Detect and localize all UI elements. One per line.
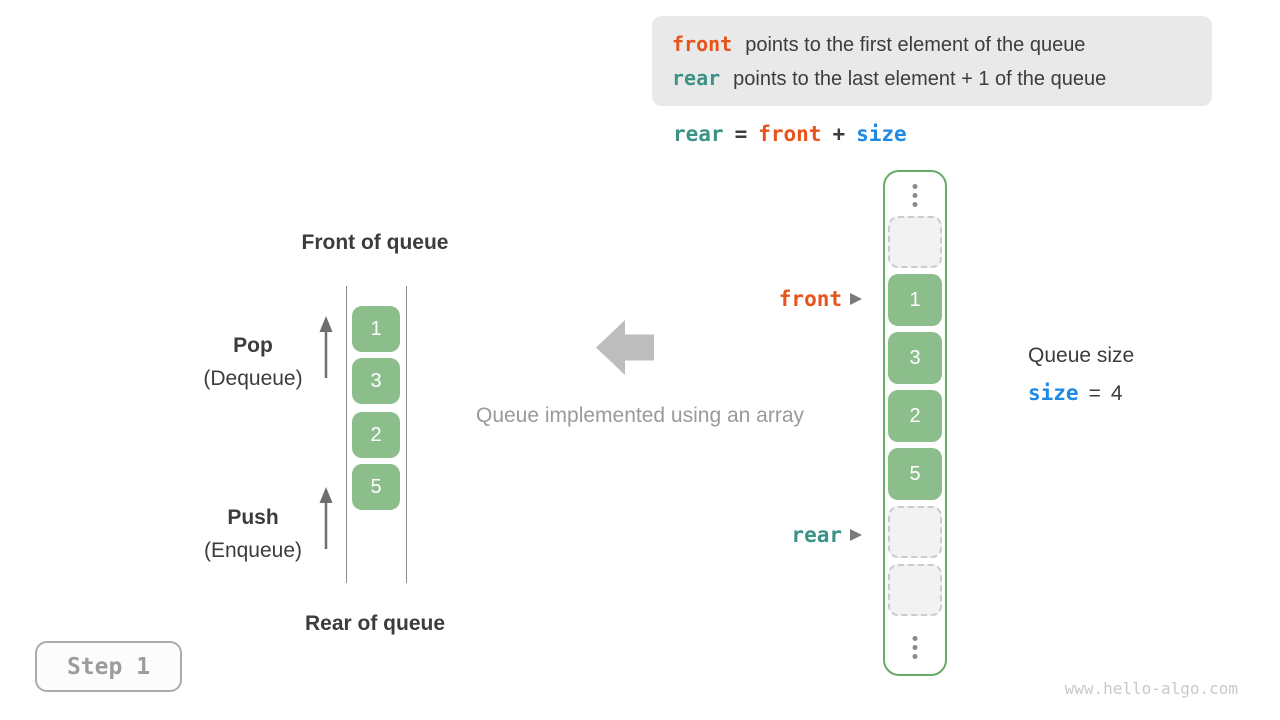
cell-value: 2 (370, 423, 382, 446)
queue-wall-right (405, 286, 407, 583)
step-badge: Step 1 (35, 641, 182, 692)
cell-value: 3 (370, 369, 382, 392)
dequeue-text: (Dequeue) (203, 367, 303, 390)
size-value: 4 (1110, 382, 1123, 405)
queue-size-title: Queue size (1028, 344, 1135, 367)
pop-label: Pop (Dequeue) (168, 334, 338, 391)
diagram-caption: Queue implemented using an array (475, 404, 805, 427)
formula-size: size (856, 122, 907, 146)
formula-equals: = (734, 122, 748, 146)
array-cell: 2 (888, 390, 942, 442)
array-cell: 5 (888, 448, 942, 500)
ellipsis-bottom-icon (912, 636, 918, 659)
enqueue-text: (Enqueue) (203, 539, 303, 562)
pop-up-arrow-icon (319, 316, 333, 378)
formula: rear = front + size (673, 122, 907, 146)
formula-rear: rear (673, 122, 724, 146)
cell-value: 5 (909, 462, 921, 485)
left-queue-cell: 2 (352, 412, 400, 458)
cell-value: 2 (909, 404, 921, 427)
cell-value: 5 (370, 475, 382, 498)
rear-pointer-label: rear (791, 523, 842, 547)
size-equals: = (1088, 382, 1101, 405)
array-cell-empty (888, 216, 942, 268)
left-queue-cell: 1 (352, 306, 400, 352)
legend-line-rear: rear points to the last element + 1 of t… (672, 66, 1212, 91)
front-pointer-arrow-icon (850, 293, 862, 305)
pop-text: Pop (233, 334, 273, 357)
rear-keyword: rear (672, 65, 721, 90)
queue-wall-left (345, 286, 347, 583)
push-label: Push (Enqueue) (168, 506, 338, 563)
array-container: 1 3 2 5 (883, 170, 947, 676)
left-queue-cell: 3 (352, 358, 400, 404)
formula-plus: + (832, 122, 846, 146)
rear-pointer-arrow-icon (850, 529, 862, 541)
legend-front-text: points to the first element of the queue (745, 33, 1086, 56)
left-queue-cell: 5 (352, 464, 400, 510)
push-text: Push (227, 506, 279, 529)
array-cell: 1 (888, 274, 942, 326)
array-cell-empty (888, 506, 942, 558)
queue-size-value-line: size = 4 (1028, 381, 1123, 406)
push-up-arrow-icon (319, 487, 333, 549)
cell-value: 1 (909, 288, 921, 311)
size-keyword: size (1028, 381, 1079, 405)
ellipsis-top-icon (912, 184, 918, 207)
cell-value: 3 (909, 346, 921, 369)
cell-value: 1 (370, 317, 382, 340)
rear-of-queue-title: Rear of queue (304, 612, 446, 635)
left-block-arrow-icon (596, 320, 654, 375)
legend-rear-text: points to the last element + 1 of the qu… (733, 67, 1107, 90)
legend-box: front points to the first element of the… (652, 16, 1212, 106)
formula-front: front (758, 122, 822, 146)
front-pointer-label: front (778, 287, 842, 311)
watermark: www.hello-algo.com (1064, 679, 1238, 698)
front-of-queue-title: Front of queue (301, 231, 449, 254)
array-cell-empty (888, 564, 942, 616)
array-cell: 3 (888, 332, 942, 384)
legend-line-front: front points to the first element of the… (672, 32, 1212, 57)
front-keyword: front (672, 31, 733, 56)
